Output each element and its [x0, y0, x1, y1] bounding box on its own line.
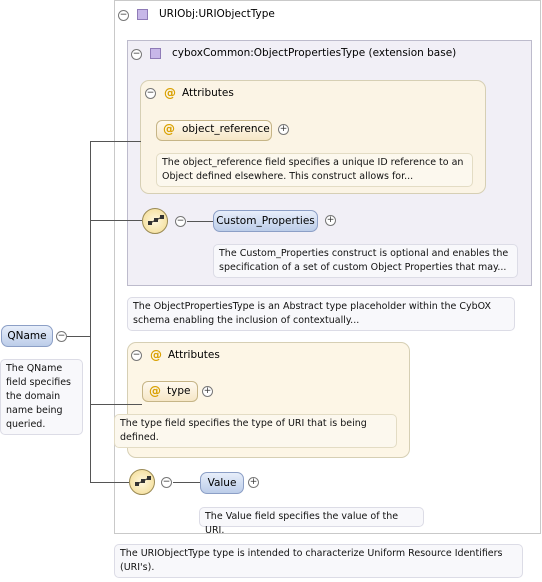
attributes-icon: @	[150, 348, 162, 362]
custom-properties-doc: The Custom_Properties construct is optio…	[213, 244, 518, 278]
type-label: type	[167, 385, 191, 397]
collapse-sequence-icon[interactable]: −	[175, 216, 186, 227]
collapse-uri-type-icon[interactable]: −	[118, 10, 129, 21]
object-reference-attribute[interactable]	[156, 120, 272, 141]
collapse-ext-attributes-icon[interactable]: −	[145, 88, 156, 99]
extension-title: cyboxCommon:ObjectPropertiesType (extens…	[172, 47, 457, 59]
uri-type-doc: The URIObjectType type is intended to ch…	[114, 544, 523, 578]
connector	[187, 221, 213, 222]
expand-custom-properties-icon[interactable]: +	[325, 215, 336, 226]
object-reference-label: object_reference	[182, 123, 270, 135]
qname-element[interactable]: QName	[1, 325, 53, 347]
qname-doc-line: The QName	[6, 363, 63, 374]
sequence-glyph	[148, 215, 164, 225]
attribute-icon: @	[149, 384, 161, 398]
connector	[173, 482, 200, 483]
attributes-icon: @	[164, 86, 176, 100]
collapse-extension-icon[interactable]: −	[131, 49, 142, 60]
type-doc: The type field specifies the type of URI…	[114, 414, 397, 448]
object-reference-doc: The object_reference field specifies a u…	[156, 153, 473, 187]
expand-type-icon[interactable]: +	[202, 386, 213, 397]
connector	[90, 482, 129, 483]
qname-doc-line: field specifies	[6, 377, 71, 388]
extension-doc: The ObjectPropertiesType is an Abstract …	[127, 297, 515, 331]
connector	[90, 220, 142, 221]
expand-value-icon[interactable]: +	[248, 477, 259, 488]
custom-properties-element[interactable]: Custom_Properties	[213, 210, 318, 232]
connector	[90, 141, 141, 142]
expand-object-reference-icon[interactable]: +	[278, 124, 289, 135]
connector	[66, 336, 90, 337]
qname-doc-line: name being	[6, 405, 63, 416]
qname-doc-line: queried.	[6, 419, 46, 430]
collapse-qname-icon[interactable]: −	[56, 331, 67, 342]
ext-attributes-title: Attributes	[182, 87, 234, 99]
uri-type-title: URIObj:URIObjectType	[159, 8, 275, 20]
qname-doc: The QName field specifies the domain nam…	[0, 359, 83, 435]
connector-vertical	[90, 141, 91, 483]
extension-type-icon	[150, 48, 161, 59]
sequence-glyph	[135, 476, 151, 486]
collapse-uri-attributes-icon[interactable]: −	[131, 350, 142, 361]
collapse-value-sequence-icon[interactable]: −	[161, 477, 172, 488]
value-element[interactable]: Value	[200, 472, 244, 494]
qname-doc-line: the domain	[6, 391, 61, 402]
value-doc: The Value field specifies the value of t…	[199, 507, 424, 536]
uri-attributes-title: Attributes	[168, 349, 220, 361]
connector	[90, 404, 142, 405]
attribute-icon: @	[163, 122, 175, 136]
complex-type-icon	[137, 9, 148, 20]
type-attribute[interactable]	[142, 381, 198, 402]
